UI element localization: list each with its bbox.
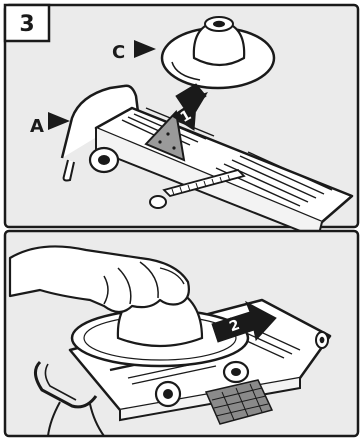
step-number: 3	[19, 12, 34, 37]
label-c-text: C	[112, 42, 125, 63]
bottom-panel: 2	[5, 231, 358, 436]
top-panel: 3	[5, 5, 358, 238]
right-end-knob	[316, 332, 328, 348]
step-number-box: 3	[5, 5, 49, 41]
lower-knob	[150, 196, 166, 208]
front-knob-right	[224, 362, 248, 382]
front-knob-left	[156, 382, 180, 406]
adjustment-knob-a	[90, 148, 118, 172]
label-a-text: A	[30, 116, 44, 137]
